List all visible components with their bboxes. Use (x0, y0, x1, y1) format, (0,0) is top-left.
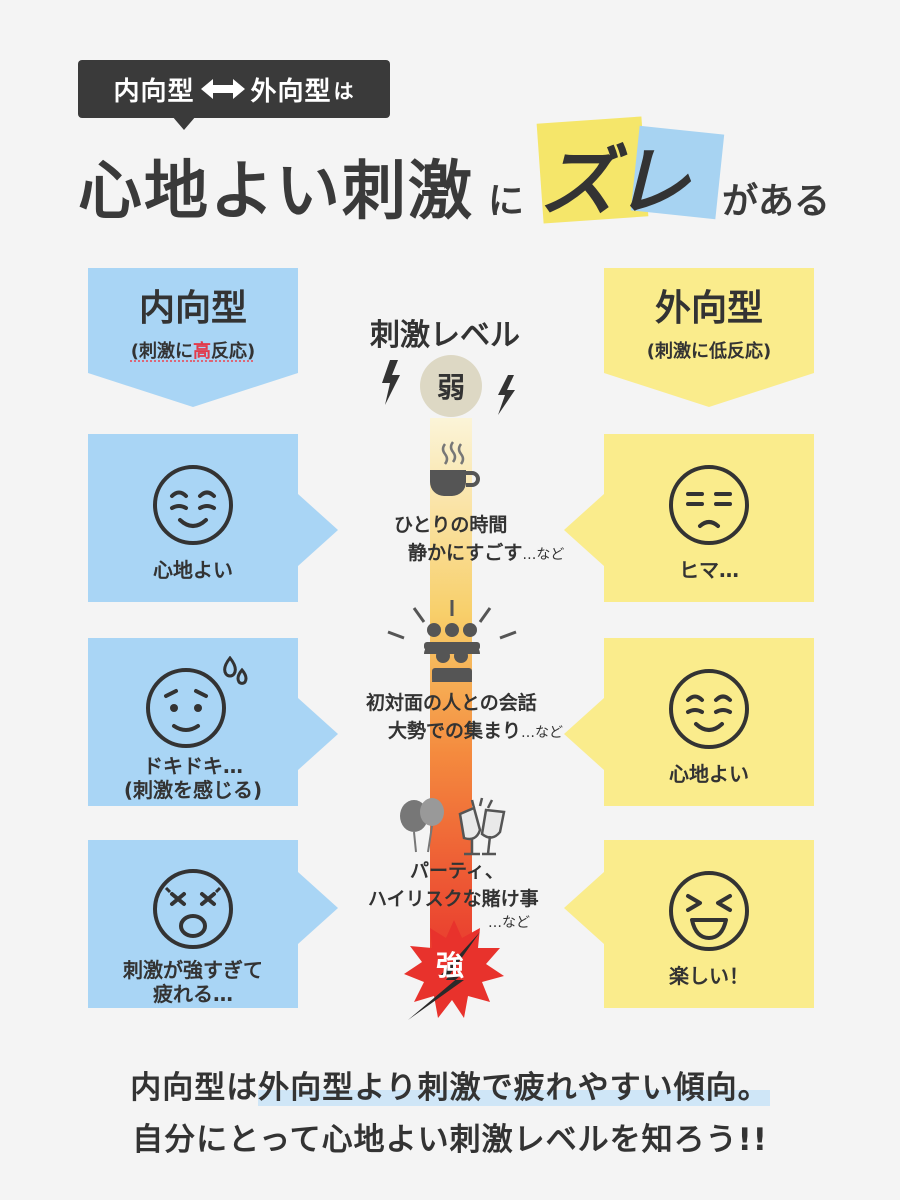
stimulus-gradient-bar (430, 418, 472, 978)
introvert-label-2: ドキドキ… (刺激を感じる) (123, 754, 263, 802)
double-arrow-icon (200, 79, 245, 99)
introvert-subheading: (刺激に高反応) (130, 340, 256, 362)
footer-line-2: 自分にとって心地よい刺激レベルを知ろう!! (132, 1122, 768, 1158)
introvert-heading-box: 内向型 (刺激に高反応) (88, 268, 298, 373)
strong-burst-icon (404, 920, 504, 1020)
extrovert-heading-box: 外向型 (刺激に低反応) (604, 268, 814, 373)
introvert-card-1: 心地よい (88, 434, 298, 602)
bored-face-icon (669, 465, 749, 545)
title-particle-ni: に (488, 181, 525, 222)
wine-glasses-icon (400, 797, 506, 856)
introvert-pointer-3 (298, 872, 338, 944)
introvert-pointer-1 (298, 494, 338, 566)
header-tag: 内向型 外向型 は (78, 60, 390, 118)
level-2-label: 初対面の人との会話 大勢での集まり…など (366, 692, 564, 742)
tag-suffix: は (333, 78, 355, 103)
crowd-icon (387, 600, 517, 682)
title-ga-aru: がある (722, 181, 831, 222)
highlight-high: 高 (193, 340, 211, 362)
dizzy-face-icon (153, 869, 233, 949)
level-1-label: ひとりの時間 静かにすごす…など (394, 514, 565, 564)
tag-extrovert: 外向型 (250, 76, 332, 107)
extrovert-pointer-2 (564, 698, 604, 770)
title-zure: ズレ (540, 137, 690, 226)
nervous-face-icon (146, 656, 248, 748)
introvert-pointer-2 (298, 698, 338, 770)
content-face-icon (153, 465, 233, 545)
balloons-icon (400, 798, 444, 853)
lightning-left-icon (382, 360, 400, 405)
strong-badge: 強 (436, 949, 465, 982)
extrovert-subheading: (刺激に低反応) (646, 340, 772, 362)
introvert-card-3: 刺激が強すぎて 疲れる… (88, 840, 298, 1008)
footer-line-1: 内向型は外向型より刺激で疲れやすい傾向。 (130, 1070, 770, 1106)
extrovert-heading: 外向型 (654, 287, 763, 329)
extrovert-label-1: ヒマ… (679, 558, 739, 582)
tag-introvert: 内向型 (113, 76, 195, 107)
extrovert-arrow (604, 373, 814, 407)
extrovert-label-2: 心地よい (669, 762, 749, 786)
extrovert-card-3: 楽しい！ (604, 840, 814, 1008)
sweat-drop-icon (223, 656, 237, 678)
footer-highlight: 外向型より刺激で疲れやすい傾向。 (258, 1070, 770, 1106)
extrovert-pointer-1 (564, 494, 604, 566)
extrovert-card-2: 心地よい (604, 638, 814, 806)
laughing-face-icon (669, 871, 749, 951)
extrovert-label-3: 楽しい！ (669, 964, 749, 988)
introvert-label-3: 刺激が強すぎて 疲れる… (123, 958, 263, 1006)
page-title: 心地よい刺激 (78, 155, 474, 229)
weak-badge: 弱 (420, 355, 482, 417)
level-3-label: パーティ、 ハイリスクな賭け事 …など (368, 860, 539, 932)
extrovert-card-1: ヒマ… (604, 434, 814, 602)
lightning-icons (382, 360, 515, 415)
extrovert-pointer-3 (564, 872, 604, 944)
coffee-cup-icon (430, 441, 480, 496)
introvert-card-2: ドキドキ… (刺激を感じる) (88, 638, 298, 806)
scale-title: 刺激レベル (370, 318, 520, 353)
content-face-icon (669, 669, 749, 749)
tag-pointer (172, 116, 196, 130)
introvert-arrow (88, 373, 298, 407)
introvert-label-1: 心地よい (153, 558, 233, 582)
introvert-heading: 内向型 (138, 287, 247, 329)
lightning-right-icon (498, 375, 515, 415)
